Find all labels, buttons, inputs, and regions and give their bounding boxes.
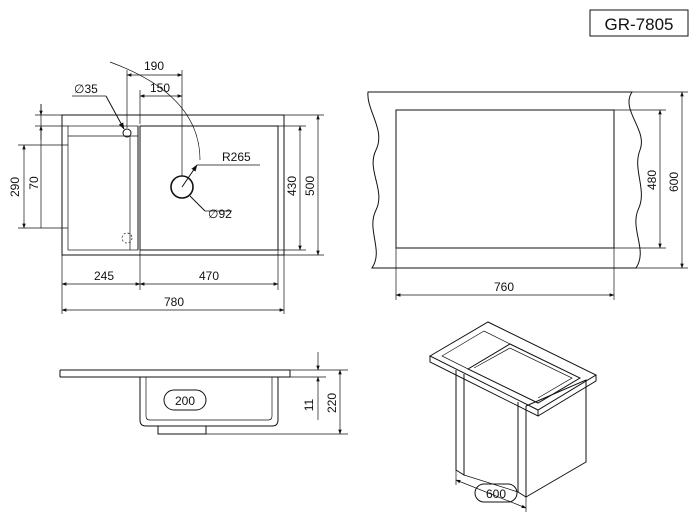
drain-outlet bbox=[157, 426, 207, 435]
iso-sink-top bbox=[428, 321, 598, 411]
dim-150-label: 150 bbox=[150, 81, 170, 95]
dim-cabinet-label: 600 bbox=[486, 487, 506, 501]
dim-radius-label: R265 bbox=[222, 150, 251, 164]
dim-470-label: 470 bbox=[199, 269, 219, 283]
dim-500-label: 500 bbox=[303, 176, 317, 196]
model-label-text: GR-7805 bbox=[605, 15, 674, 34]
dim-290-label: 290 bbox=[8, 177, 22, 197]
cutout-rectangle bbox=[395, 109, 615, 249]
dim-480-label: 480 bbox=[645, 170, 659, 190]
dim-190-label: 190 bbox=[144, 59, 164, 73]
dim-600-label: 600 bbox=[667, 172, 681, 192]
iso-bowl bbox=[466, 343, 582, 404]
overflow-hole-icon bbox=[121, 232, 133, 244]
dim-11-label: 11 bbox=[302, 398, 316, 411]
tap-hole-icon bbox=[122, 128, 132, 138]
bowl-profile bbox=[139, 377, 279, 427]
drainer-area bbox=[67, 125, 139, 251]
dim-780-label: 780 bbox=[164, 295, 184, 309]
sink-side-view: 200 11 220 bbox=[59, 352, 348, 435]
countertop-cutout-view: 480 600 760 bbox=[367, 91, 688, 300]
sink-bowl bbox=[139, 125, 279, 251]
iso-cabinet-left-panel bbox=[455, 370, 465, 476]
model-label: GR-7805 bbox=[589, 9, 689, 37]
dim-hole-diameter-label: ∅35 bbox=[74, 82, 98, 96]
dim-drain-diameter-label: ∅92 bbox=[208, 207, 232, 221]
sink-outer-rim bbox=[61, 114, 285, 256]
model-label-frame bbox=[589, 9, 689, 37]
dim-bowl-depth-label: 200 bbox=[175, 394, 195, 408]
sink-top-view: R265 ∅92 ∅35 190 150 290 70 430 bbox=[8, 59, 324, 314]
dim-430-label: 430 bbox=[285, 176, 299, 196]
iso-cabinet-right-panel bbox=[525, 379, 587, 498]
countertop-outline bbox=[367, 91, 642, 269]
dim-70-label: 70 bbox=[27, 176, 41, 190]
dim-760-label: 760 bbox=[494, 280, 514, 294]
cabinet-isometric-view: 600 bbox=[428, 321, 598, 512]
dim-245-label: 245 bbox=[94, 269, 114, 283]
dim-220-label: 220 bbox=[325, 393, 339, 413]
